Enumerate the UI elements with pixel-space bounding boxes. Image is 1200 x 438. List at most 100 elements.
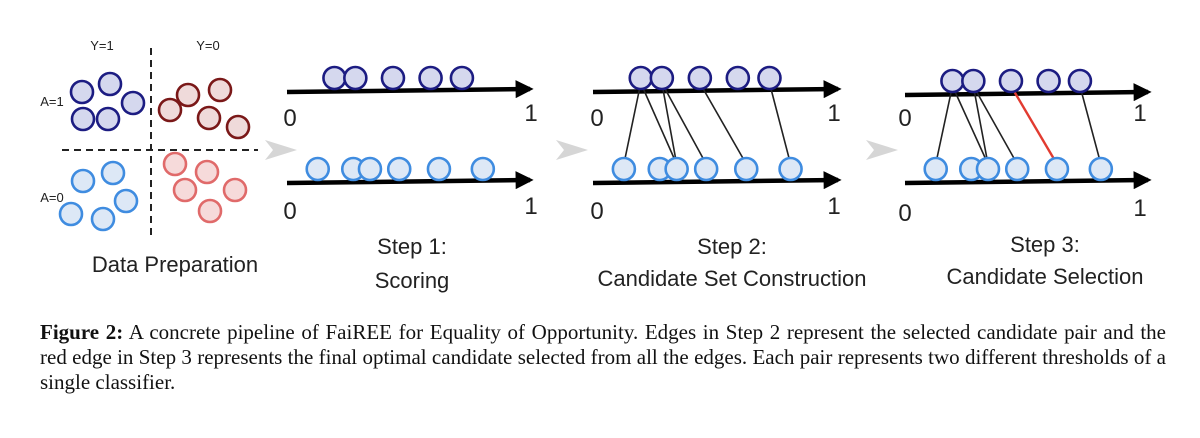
candidate-edge-5 <box>768 82 792 165</box>
quadrant-samples <box>58 71 251 232</box>
candidate-edge-2 <box>661 82 678 165</box>
stage-3-axis-label-bottom-0: 0 <box>898 200 911 227</box>
stage-1-a0-point-1 <box>305 156 331 182</box>
sample-a0-y0-4 <box>222 177 248 203</box>
stage-2-axis-label-top-1: 1 <box>827 100 840 127</box>
stage-2-a0-point-6 <box>778 156 803 182</box>
stage-3-axis-label-bottom-1: 1 <box>1133 195 1146 222</box>
sample-a1-y0-5 <box>225 114 251 140</box>
stage-1-axis-label-bottom-1: 1 <box>524 193 537 220</box>
sample-a0-y0-5 <box>197 198 223 224</box>
col-label-y0: Y=0 <box>196 38 220 53</box>
stage-2-axis-label-bottom-0: 0 <box>590 198 603 225</box>
stage-2-a1-point-4 <box>725 65 751 91</box>
stage-3-a1-point-1 <box>940 68 965 94</box>
stage-3-a0-point-5 <box>1044 156 1070 182</box>
row-label-a1: A=1 <box>40 94 64 109</box>
stage-2-a0-point-1 <box>611 156 637 182</box>
candidate-edge-5 <box>1079 85 1102 165</box>
stage-2-a0-point-3 <box>664 156 689 182</box>
stage-2-axis-label-top-0: 0 <box>590 105 603 132</box>
pipeline-stages: 0 1 0 1 0 1 0 1 0 1 0 1 <box>283 65 1152 227</box>
candidate-edge-1 <box>934 85 954 165</box>
stage-3-a1-point-5 <box>1067 68 1093 94</box>
sample-a0-y0-2 <box>194 159 220 185</box>
stage-2-a1-point-1 <box>628 65 654 91</box>
stage-2-a0-point-4 <box>693 156 719 182</box>
sample-a1-y1-2 <box>97 71 123 97</box>
sample-a0-y1-2 <box>70 168 96 194</box>
chevron-3-icon <box>866 140 898 160</box>
stage-2-bottom-axis <box>592 171 842 190</box>
stage-3-a0-point-4 <box>1004 156 1030 182</box>
candidate-edge-1 <box>623 82 642 165</box>
candidate-edge-2 <box>972 85 989 165</box>
sample-a0-y1-4 <box>58 201 84 227</box>
candidate-edge-3 <box>972 85 1018 165</box>
sample-a1-y0-2 <box>207 77 233 103</box>
data-preparation-title: Data Preparation <box>92 252 258 277</box>
stage-2-top-axis <box>592 80 842 99</box>
col-label-y1: Y=1 <box>90 38 114 53</box>
sample-a1-y0-4 <box>196 105 222 131</box>
step-3-label: Step 3: <box>1010 232 1080 257</box>
sample-a0-y1-5 <box>90 206 116 232</box>
data-preparation-panel: Y=1 Y=0 A=1 A=0 Data Preparation <box>40 38 258 277</box>
stage-3-a1-point-2 <box>961 68 986 94</box>
step-2-subtitle: Candidate Set Construction <box>597 266 866 291</box>
stage-2-axis-label-bottom-1: 1 <box>827 193 840 220</box>
stage-1-axis-label-top-0: 0 <box>283 105 296 132</box>
stage-1-top-axis <box>286 80 534 99</box>
sample-a1-y1-1 <box>69 79 95 105</box>
stage-1: 0 1 0 1 <box>283 65 538 225</box>
stage-2-a0-point-5 <box>733 156 759 182</box>
stage-chevrons <box>265 140 898 160</box>
stage-2: 0 1 0 1 <box>590 65 842 225</box>
stage-1-a0-point-6 <box>470 156 496 182</box>
sample-a0-y0-1 <box>162 151 188 177</box>
stage-1-a1-point-5 <box>449 65 475 91</box>
stage-1-a1-point-3 <box>380 65 406 91</box>
stage-1-bottom-axis <box>286 171 534 190</box>
sample-a1-y1-3 <box>120 90 146 116</box>
stage-3-axis-label-top-0: 0 <box>898 105 911 132</box>
step-1-subtitle: Scoring <box>375 268 450 293</box>
chevron-1-icon <box>265 140 297 160</box>
stage-1-a0-point-5 <box>426 156 452 182</box>
stage-3-bottom-axis <box>904 171 1152 190</box>
stage-1-a1-point-4 <box>418 65 443 91</box>
caption-text: A concrete pipeline of FaiREE for Equali… <box>40 320 1166 394</box>
row-label-a0: A=0 <box>40 190 64 205</box>
stage-3-top-axis <box>904 83 1152 102</box>
sample-a1-y1-5 <box>95 106 121 132</box>
candidate-edge-3 <box>661 82 707 165</box>
stage-1-axis-label-bottom-0: 0 <box>283 198 296 225</box>
stage-2-a1-point-2 <box>649 65 675 91</box>
stage-3-a0-point-1 <box>923 156 949 182</box>
stage-2-a1-point-5 <box>757 65 782 91</box>
figure-caption: Figure 2: A concrete pipeline of FaiREE … <box>40 320 1166 395</box>
candidate-edge-6 <box>640 82 678 165</box>
stage-1-a0-point-4 <box>386 156 412 182</box>
sample-a1-y0-1 <box>175 82 201 108</box>
stage-1-axis-label-top-1: 1 <box>524 100 537 127</box>
stage-3-a1-point-4 <box>1036 68 1061 94</box>
sample-a0-y0-3 <box>172 177 198 203</box>
sample-a0-y1-1 <box>100 160 126 186</box>
stage-3-a0-point-6 <box>1088 156 1114 182</box>
stage-3-axis-label-top-1: 1 <box>1133 100 1146 127</box>
stage-3: 0 1 0 1 <box>898 68 1152 227</box>
stage-2-a1-point-3 <box>687 65 713 91</box>
step-1-label: Step 1: <box>377 234 447 259</box>
chevron-2-icon <box>556 140 588 160</box>
stage-3-a0-point-3 <box>975 156 1001 182</box>
step-labels: Step 1: Scoring Step 2: Candidate Set Co… <box>375 232 1144 293</box>
step-3-subtitle: Candidate Selection <box>947 264 1144 289</box>
candidate-edge-6 <box>951 85 989 165</box>
stage-3-a1-point-3 <box>998 68 1024 94</box>
candidate-edge-4 <box>699 82 747 165</box>
step-2-label: Step 2: <box>697 234 767 259</box>
stage-1-a0-point-3 <box>357 156 383 182</box>
sample-a0-y1-3 <box>113 188 139 214</box>
